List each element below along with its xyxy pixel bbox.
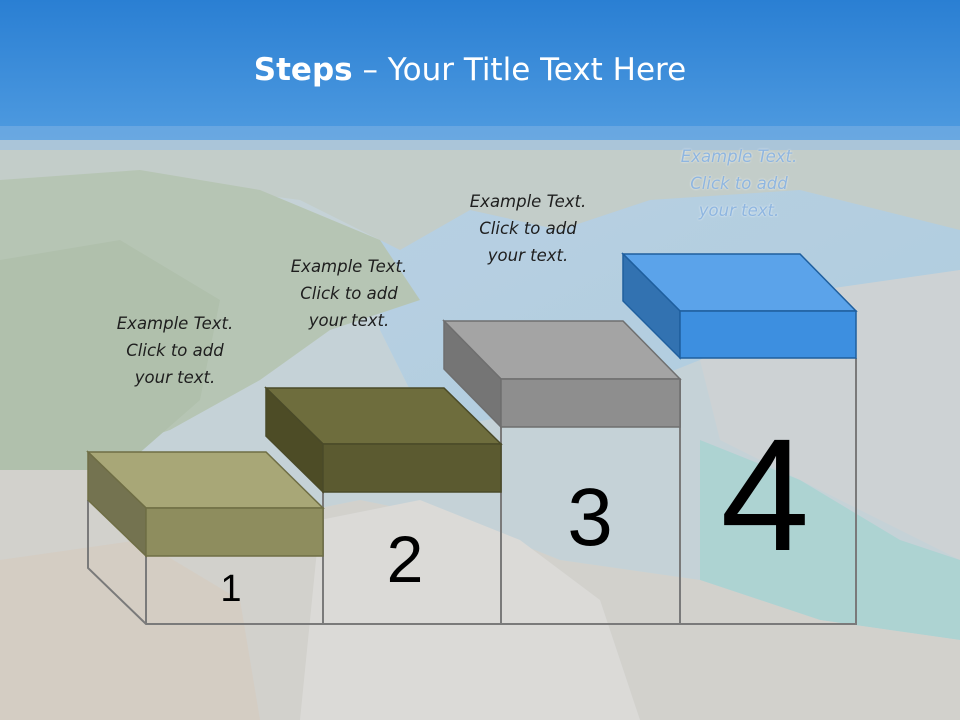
step-1-block[interactable]: [86, 450, 325, 558]
slide-title[interactable]: Steps – Your Title Text Here: [0, 52, 940, 88]
step-3-label-line1: Example Text.: [469, 192, 587, 211]
title-bold: Steps: [253, 52, 353, 88]
step-4-number: 4: [720, 405, 810, 584]
step-2-number: 2: [386, 522, 424, 596]
title-rest: – Your Title Text Here: [352, 52, 687, 88]
step-2-label[interactable]: Example Text. Click to add your text.: [264, 253, 434, 334]
step-3-block[interactable]: [442, 319, 682, 429]
step-3-label[interactable]: Example Text. Click to add your text.: [443, 188, 613, 269]
step-1-label-line2: Click to add: [126, 341, 224, 360]
step-4-label[interactable]: Example Text. Click to add your text.: [654, 143, 824, 224]
step-3-label-line3: your text.: [487, 246, 569, 265]
step-4-label-line1: Example Text.: [680, 147, 798, 166]
step-1-label[interactable]: Example Text. Click to add your text.: [90, 310, 260, 391]
step-3-label-line2: Click to add: [479, 219, 577, 238]
step-1-number: 1: [220, 568, 242, 610]
step-4-block[interactable]: [621, 252, 858, 360]
step-2-block[interactable]: [264, 386, 503, 494]
step-2-label-line1: Example Text.: [290, 257, 408, 276]
step-2-label-line3: your text.: [308, 311, 390, 330]
step-4-label-line3: your text.: [698, 201, 780, 220]
title-bar: Steps – Your Title Text Here: [0, 0, 960, 150]
step-1-label-line1: Example Text.: [116, 314, 234, 333]
step-3-number: 3: [567, 472, 613, 563]
step-2-label-line2: Click to add: [300, 284, 398, 303]
step-4-label-line2: Click to add: [690, 174, 788, 193]
step-1-label-line3: your text.: [134, 368, 216, 387]
